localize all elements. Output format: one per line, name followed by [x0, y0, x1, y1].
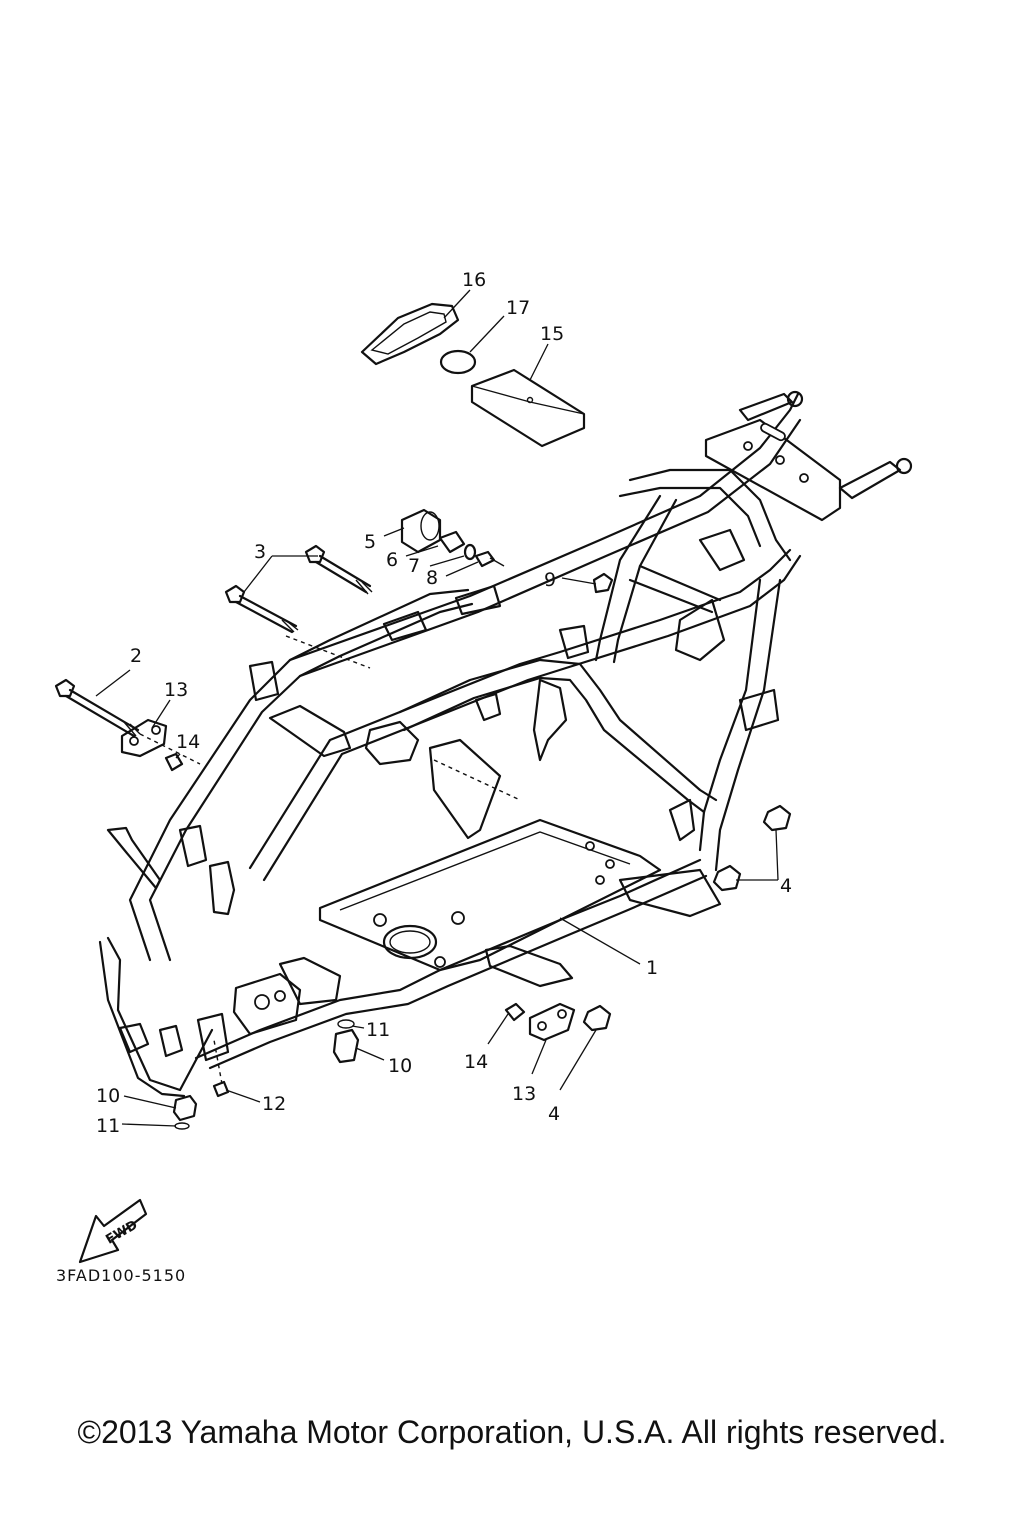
callout-10: 10: [388, 1055, 412, 1077]
callout-16: 16: [462, 269, 486, 291]
callout-13: 13: [164, 679, 188, 701]
callout-8: 8: [426, 567, 438, 589]
part-15-pouch: [470, 368, 586, 448]
part-6-collar: [438, 530, 466, 554]
part-16-cover: [360, 302, 460, 366]
callout-9: 9: [544, 569, 556, 591]
callout-7: 7: [408, 555, 420, 577]
callout-15: 15: [540, 323, 564, 345]
fwd-arrow-icon: FWD: [78, 1198, 148, 1264]
part-3-bolts: [224, 544, 373, 634]
part-2-bolt: [54, 678, 141, 738]
callout-12: 12: [262, 1093, 286, 1115]
part-8-bolt: [474, 550, 505, 568]
callout-2: 2: [130, 645, 142, 667]
callout-6: 6: [386, 549, 398, 571]
copyright-notice: ©2013 Yamaha Motor Corporation, U.S.A. A…: [77, 1414, 947, 1450]
part-14-bolt-right: [504, 1002, 526, 1022]
callout-5: 5: [364, 531, 376, 553]
callout-17: 17: [506, 297, 530, 319]
leader-lines: [95, 289, 779, 1127]
callout-14: 14: [176, 731, 200, 753]
part-17-oring: [439, 349, 477, 375]
callout-4: 4: [780, 875, 792, 897]
part-10-rubbers: [172, 1028, 360, 1122]
part-1-frame: [98, 390, 913, 1098]
callout-11: 11: [366, 1019, 390, 1041]
part-7-washer: [463, 543, 477, 561]
part-4-nuts: [582, 804, 792, 1032]
callout-labels: 16 17 15 5 6 7 8 3 9 2 13 14 4 1 11 10 1…: [96, 269, 792, 1137]
part-9-nut: [592, 572, 614, 594]
diagram-code: 3FAD100-5150: [56, 1266, 187, 1285]
callout-4-lower: 4: [548, 1103, 560, 1125]
part-13-bracket-left: [120, 718, 168, 758]
callout-14-lower: 14: [464, 1051, 488, 1073]
callout-10-lower: 10: [96, 1085, 120, 1107]
part-14-bolt-left: [164, 752, 184, 772]
callout-1: 1: [646, 957, 658, 979]
callout-3: 3: [254, 541, 266, 563]
callout-13-lower: 13: [512, 1083, 536, 1105]
callout-11-lower: 11: [96, 1115, 120, 1137]
part-13-bracket-right: [528, 1002, 576, 1042]
part-5-bushing: [400, 508, 442, 554]
part-12-bolt: [212, 1080, 230, 1098]
